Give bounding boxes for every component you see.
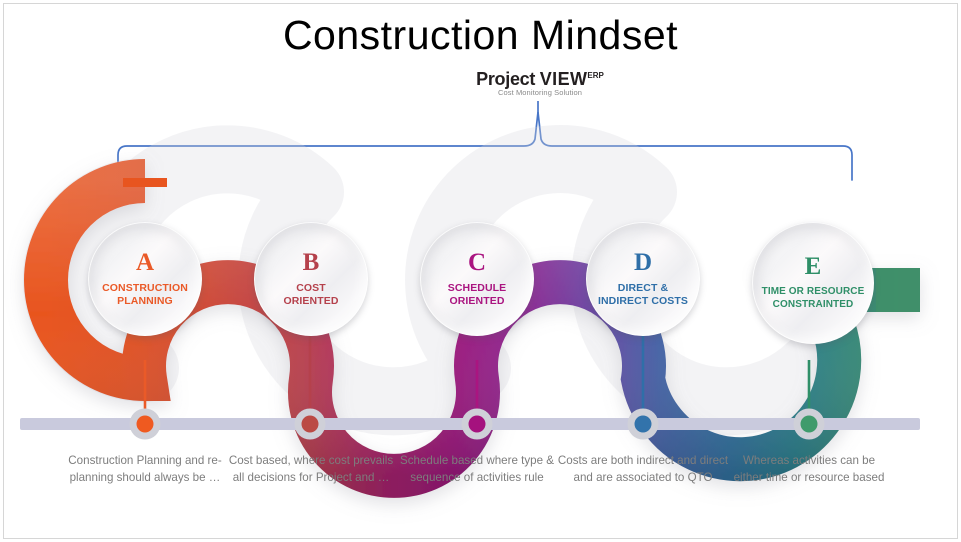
step-node-a[interactable]: A CONSTRUCTION PLANNING xyxy=(88,222,202,336)
step-description-a: Construction Planning and re- planning s… xyxy=(57,452,233,487)
logo-word-project: Project xyxy=(476,69,536,89)
timeline-marker-a[interactable] xyxy=(129,408,161,440)
logo-superscript-erp: ERP xyxy=(587,71,604,80)
step-description-a-line2: planning should always be … xyxy=(69,471,221,485)
step-caption-e: TIME OR RESOURCE CONSTRAINTED xyxy=(757,286,870,312)
logo-wordmark: Project VIEWERP xyxy=(430,70,650,88)
step-description-c-line2: sequence of activities rule xyxy=(410,471,544,485)
ribbon-start-cap xyxy=(123,178,167,187)
step-caption-b: COST ORIENTED xyxy=(278,282,343,309)
step-node-e[interactable]: E TIME OR RESOURCE CONSTRAINTED xyxy=(752,222,874,344)
step-description-d-line2: and are associated to QTO xyxy=(573,471,713,485)
timeline-marker-e[interactable] xyxy=(793,408,825,440)
project-view-logo: Project VIEWERP Cost Monitoring Solution xyxy=(430,70,650,97)
step-node-b[interactable]: B COST ORIENTED xyxy=(254,222,368,336)
step-description-c-line1: Schedule based where type & xyxy=(399,454,555,467)
step-letter-d: D xyxy=(633,248,653,276)
step-caption-b-line1: COST xyxy=(296,281,326,294)
timeline-marker-d[interactable] xyxy=(627,408,659,440)
step-caption-c-line1: SCHEDULE xyxy=(447,281,507,294)
logo-word-view: VIEW xyxy=(539,69,588,89)
step-caption-d-line1: DIRECT & xyxy=(617,281,669,294)
logo-tagline: Cost Monitoring Solution xyxy=(497,88,583,97)
step-description-e-line1: Whereas activities can be xyxy=(742,454,876,467)
step-description-c: Schedule based where type & sequence of … xyxy=(389,452,565,487)
step-caption-d: DIRECT & INDIRECT COSTS xyxy=(593,282,693,309)
step-caption-e-line1: TIME OR RESOURCE xyxy=(761,286,865,298)
step-node-d[interactable]: D DIRECT & INDIRECT COSTS xyxy=(586,222,700,336)
step-caption-a-line1: CONSTRUCTION xyxy=(102,281,188,294)
ribbon-shading xyxy=(24,159,862,498)
step-description-b-line1: Cost based, where cost prevails xyxy=(228,454,394,467)
page-title: Construction Mindset xyxy=(282,12,679,58)
step-description-b-line2: all decisions for Project and … xyxy=(232,471,390,485)
step-letter-e: E xyxy=(804,253,822,281)
step-letter-b: B xyxy=(302,248,320,276)
step-caption-a: CONSTRUCTION PLANNING xyxy=(97,282,193,309)
step-description-d-line1: Costs are both indirect and direct xyxy=(557,454,729,467)
step-node-c[interactable]: C SCHEDULE ORIENTED xyxy=(420,222,534,336)
step-letter-c: C xyxy=(467,248,487,276)
step-caption-a-line2: PLANNING xyxy=(117,295,173,307)
step-caption-c: SCHEDULE ORIENTED xyxy=(443,282,512,309)
step-description-b: Cost based, where cost prevails all deci… xyxy=(223,452,399,487)
step-caption-d-line2: INDIRECT COSTS xyxy=(597,295,689,307)
step-description-e-line2: either time or resource based xyxy=(733,471,885,485)
step-caption-c-line2: ORIENTED xyxy=(449,295,505,307)
step-caption-b-line2: ORIENTED xyxy=(283,295,339,307)
step-description-d: Costs are both indirect and direct and a… xyxy=(555,452,731,487)
step-description-a-line1: Construction Planning and re- xyxy=(68,454,222,467)
timeline-marker-b[interactable] xyxy=(294,408,326,440)
timeline-marker-c[interactable] xyxy=(461,408,493,440)
step-letter-a: A xyxy=(135,248,155,276)
ribbon-end-cap xyxy=(876,268,898,312)
step-caption-e-line2: CONSTRAINTED xyxy=(772,299,854,310)
step-description-e: Whereas activities can be either time or… xyxy=(721,452,897,487)
ribbon-path-group xyxy=(24,159,920,498)
